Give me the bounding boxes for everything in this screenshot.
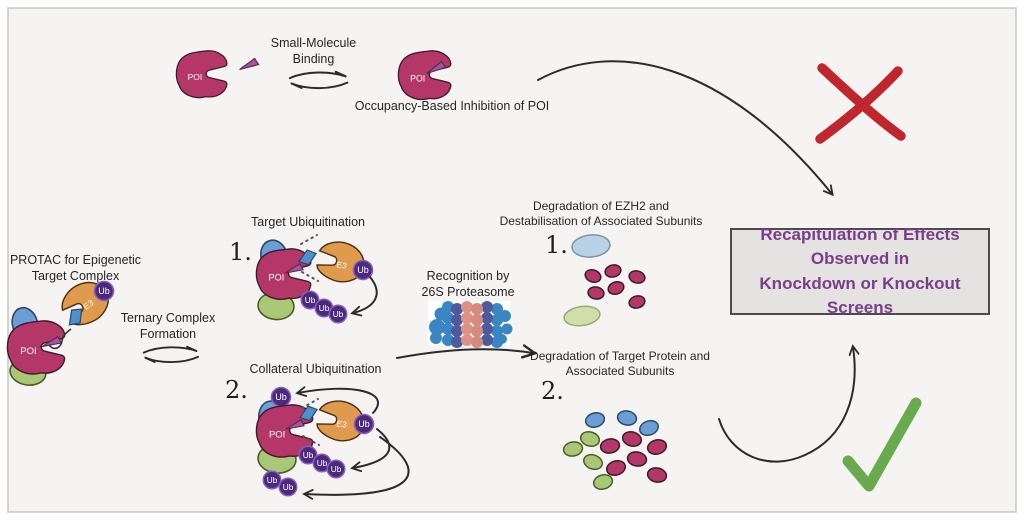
ubiquitin-tag: Ub	[353, 413, 375, 435]
fragment	[583, 453, 603, 471]
poi-label: POI	[269, 430, 285, 441]
arrow-ub-transfer-mid	[350, 428, 391, 473]
ubiquitin-tag: Ub	[352, 259, 374, 281]
svg-text:Ub: Ub	[305, 296, 316, 305]
step1-number: 1.	[229, 238, 252, 266]
protac-complex: POI E3 Ub	[6, 272, 117, 386]
degradation-products-complex	[562, 410, 668, 490]
fragment	[587, 286, 605, 300]
fragment	[607, 280, 625, 296]
svg-text:Ub: Ub	[303, 451, 314, 460]
svg-text:Ub: Ub	[357, 265, 369, 275]
svg-text:Ub: Ub	[319, 304, 330, 313]
arrow-ub-transfer-bottom	[302, 436, 410, 500]
e3-ligase: E3	[314, 396, 368, 446]
collateral-ubiquitination-complex: Ub POI E3 Ub Ub Ub Ub Ub Ub	[255, 386, 410, 500]
poi-label: POI	[20, 346, 37, 357]
ubiquitin-tag: Ub	[326, 459, 346, 479]
svg-text:Ub: Ub	[98, 286, 110, 296]
fragment	[646, 439, 668, 455]
proteasome-illustration	[428, 301, 513, 348]
ternary-complex-label: Ternary Complex Formation	[120, 311, 216, 341]
degradation2-number: 2.	[541, 377, 564, 405]
svg-text:Ub: Ub	[317, 459, 328, 468]
arrow-inhibition-to-box	[537, 60, 834, 197]
ubiquitin-tag: Ub	[298, 445, 318, 465]
fragment	[599, 438, 621, 454]
target-ubiquitination-complex: POI E3 Ub Ub Ub Ub	[255, 234, 378, 324]
arrow-ub-transfer	[350, 276, 378, 317]
fragment	[646, 467, 668, 483]
arrow-degradation-to-box	[718, 344, 860, 463]
arrow-to-degradation	[396, 344, 538, 359]
fragment	[562, 441, 584, 457]
poi-protein: POI	[255, 248, 312, 300]
destabilised-blue-subunit	[571, 234, 611, 258]
svg-text:Ub: Ub	[283, 483, 294, 492]
red-cross-icon	[815, 63, 906, 144]
ubiquitin-tag: Ub	[262, 470, 282, 490]
e3-ligase: E3	[54, 272, 117, 333]
fragment	[605, 459, 627, 477]
ubiquitin-tag: Ub	[328, 304, 348, 324]
fragment	[579, 431, 601, 447]
fragment	[639, 419, 659, 437]
poi-label: POI	[188, 72, 203, 82]
degradation1-label: Degradation of EZH2 and Destabilisation …	[499, 199, 703, 229]
bound-poi-protein: POI	[397, 50, 452, 101]
svg-text:Ub: Ub	[358, 419, 370, 429]
step2-number: 2.	[225, 376, 248, 404]
ubiquitin-tag: Ub	[314, 298, 334, 318]
ubiquitin-tag: Ub	[270, 386, 292, 408]
fragment	[628, 295, 646, 309]
poi-label: POI	[269, 272, 285, 282]
fragment	[626, 451, 648, 467]
free-poi-protein: POI	[175, 50, 228, 99]
poi-protein: POI	[255, 404, 314, 458]
poi-label: POI	[410, 73, 425, 83]
poi-protein: POI	[6, 320, 66, 375]
svg-text:Ub: Ub	[333, 310, 344, 319]
e3-label: E3	[336, 259, 348, 271]
destabilised-green-subunit	[563, 305, 601, 327]
ubiquitin-tag: Ub	[93, 280, 115, 302]
e3-label: E3	[336, 418, 348, 430]
degradation1-number: 1.	[545, 231, 568, 259]
small-molecule-binding-label: Small-Molecule Binding	[270, 36, 357, 66]
fragment	[584, 268, 602, 284]
fragment	[604, 264, 622, 278]
protac-linker	[48, 328, 72, 350]
svg-text:Ub: Ub	[267, 476, 278, 485]
degradation2-label: Degradation of Target Protein and Associ…	[530, 349, 710, 379]
ubiquitin-tag: Ub	[278, 477, 298, 497]
outcome-box: Recapitulation of Effects Observed in Kn…	[730, 225, 990, 317]
protac-label: PROTAC for Epigenetic Target Complex	[9, 253, 142, 283]
occupancy-inhibition-label: Occupancy-Based Inhibition of POI	[354, 99, 550, 113]
svg-text:Ub: Ub	[331, 465, 342, 474]
degradation-products-ezh2	[563, 234, 646, 327]
arrow-ub-transfer-top	[295, 386, 379, 414]
ubiquitin-tag: Ub	[300, 290, 320, 310]
fragment	[621, 431, 643, 447]
fragment	[592, 474, 614, 490]
collateral-ubiquitination-label: Collateral Ubiquitination	[249, 362, 382, 376]
fragment	[616, 410, 638, 426]
target-ubiquitination-label: Target Ubiquitination	[251, 215, 365, 229]
fragment	[584, 412, 606, 428]
svg-text:Ub: Ub	[275, 392, 287, 402]
e3-ligase: E3	[314, 237, 368, 287]
green-checkmark-icon	[842, 397, 922, 492]
proteasome-label: Recognition by 26S Proteasome	[421, 269, 515, 299]
fragment	[628, 270, 646, 284]
